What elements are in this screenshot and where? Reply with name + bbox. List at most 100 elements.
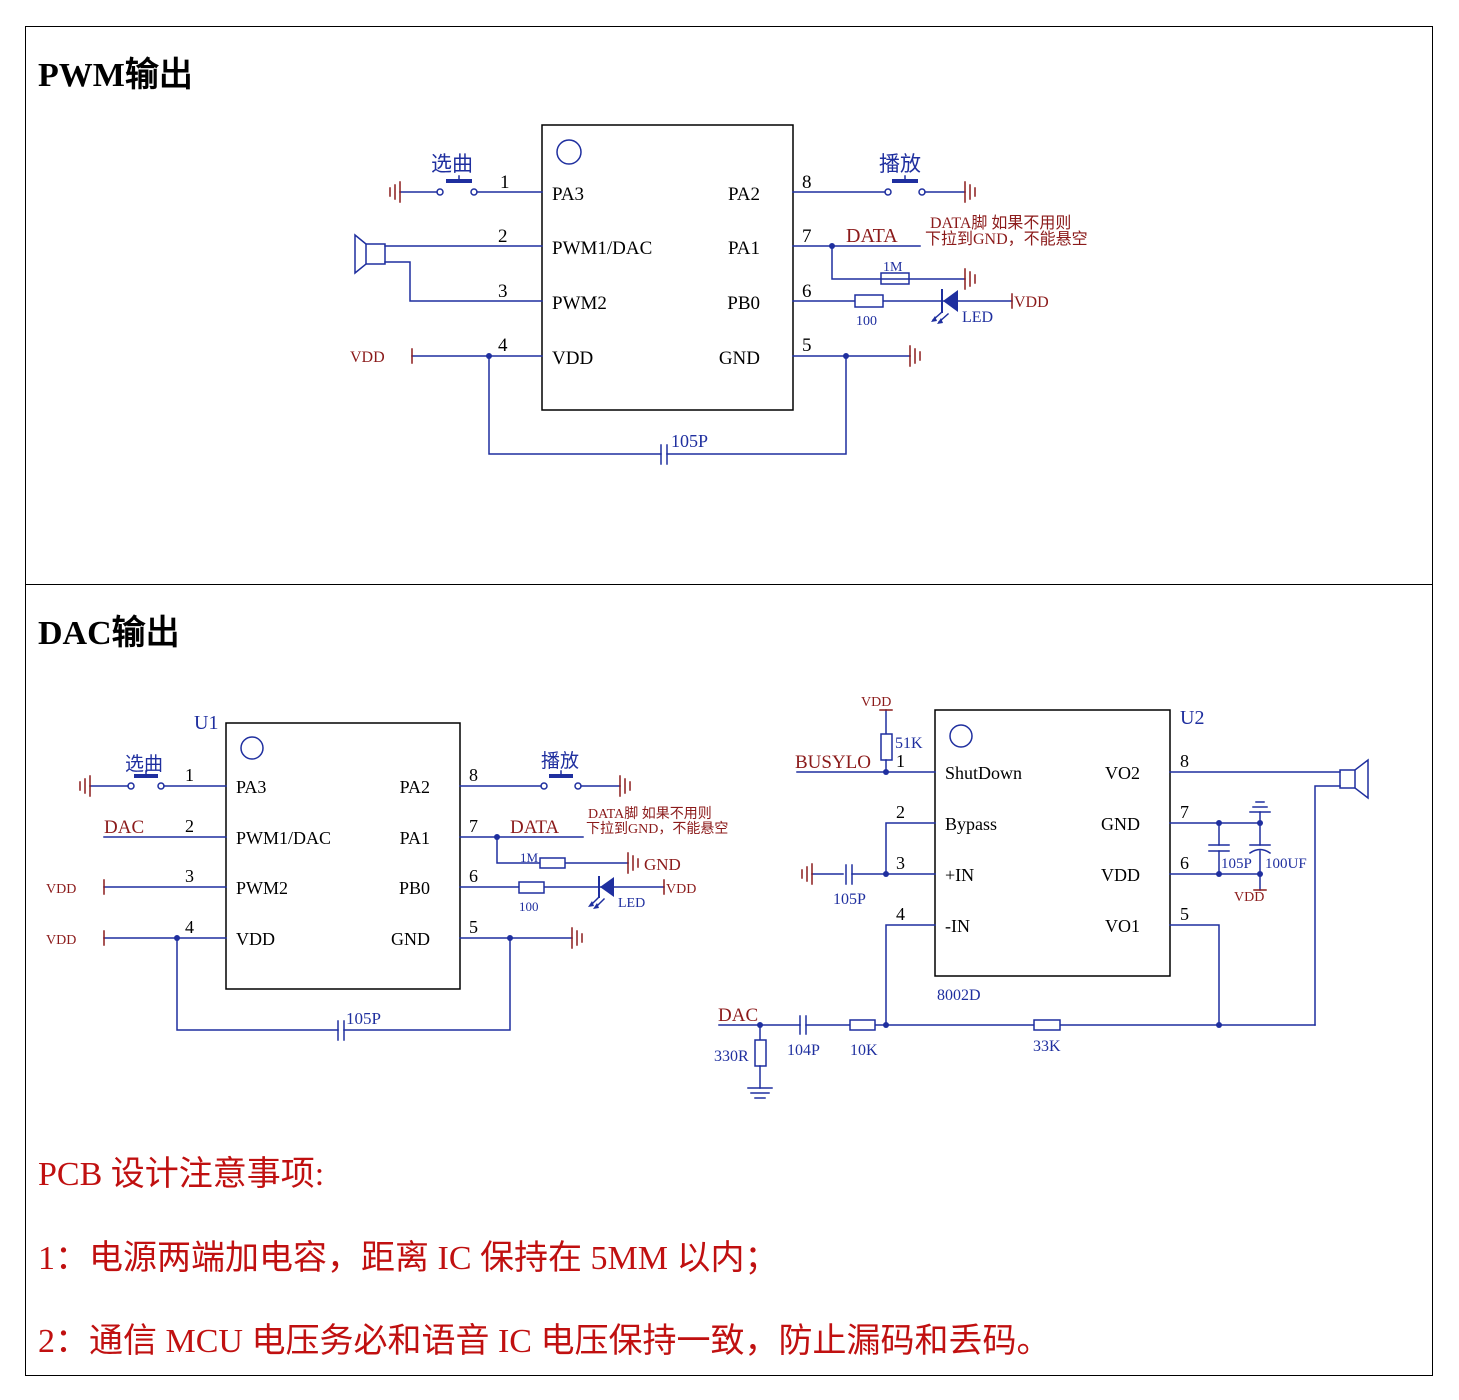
u2-chip-label-shutdown: ShutDown: [945, 763, 1022, 783]
pwm-play-button-label: 播放: [879, 152, 921, 176]
pwm-ground-icon-left: [389, 181, 401, 203]
u1-pin-7: 7: [469, 816, 478, 836]
u2-pin-7: 7: [1180, 802, 1189, 822]
notes-line-1: 1：电源两端加电容，距离 IC 保持在 5MM 以内；: [38, 1240, 779, 1277]
pwm-data-net-label: DATA: [846, 225, 898, 247]
u1-chip-body: [225, 722, 461, 990]
u2-busy-net-label: BUSYLO: [795, 752, 871, 773]
u2-r-ground-label: 330R: [714, 1048, 749, 1065]
u2-chip-label-vdd: VDD: [1101, 865, 1140, 885]
u2-chip-body: [934, 709, 1171, 977]
pwm-pin-8: 8: [802, 172, 812, 193]
pwm-pa2-wiring: [792, 175, 966, 196]
u1-pin-5: 5: [469, 917, 478, 937]
u2-chip-label-vo2: VO2: [1105, 763, 1140, 783]
u1-vdd-right-label: VDD: [666, 882, 696, 897]
pwm-pin-1: 1: [500, 172, 510, 193]
u2-cap-vdd1-label: 105P: [1221, 856, 1252, 872]
u2-part-label: 8002D: [937, 987, 981, 1004]
pwm-data-note-line2: 下拉到GND，不能悬空: [925, 230, 1088, 248]
pwm-pa3-wiring: [399, 175, 543, 196]
u1-pin-4: 4: [185, 917, 194, 937]
u1-select-button-label: 选曲: [125, 753, 163, 775]
pwm-pin-7: 7: [802, 226, 812, 247]
u1-pin-1: 1: [185, 765, 194, 785]
u1-pin1-marker: [240, 736, 264, 760]
pwm-vdd-wiring: [411, 348, 911, 465]
u1-ground-icon-left: [79, 775, 91, 797]
outer-frame: [25, 26, 1433, 1376]
pwm-chip-label-vdd: VDD: [552, 348, 593, 369]
u2-pin-1: 1: [896, 751, 905, 771]
notes-title: PCB 设计注意事项:: [38, 1156, 325, 1193]
u2-chip-label-bypass: Bypass: [945, 814, 997, 834]
u1-chip-label-gnd: GND: [391, 929, 430, 949]
pwm-chip-label-pa3: PA3: [552, 184, 584, 205]
u2-pin-5: 5: [1180, 904, 1189, 924]
u2-r-series-label: 10K: [850, 1042, 878, 1059]
u1-data-note-line1: DATA脚 如果不用则: [588, 806, 712, 822]
pwm-junction-gnd: [843, 353, 849, 359]
u1-cap-label: 105P: [346, 1009, 381, 1028]
u1-led-icon: [588, 876, 614, 909]
u2-pin1-marker: [949, 724, 973, 748]
pwm-ground-icon-pin7: [964, 268, 976, 290]
u2-junctions: [757, 769, 1263, 1028]
u1-junction-gnd: [507, 935, 513, 941]
u2-ref-label: U2: [1180, 707, 1204, 729]
pwm-chip-label-gnd: GND: [719, 348, 760, 369]
section-divider: [25, 584, 1433, 585]
u2-ground-icon-in: [801, 863, 813, 885]
u2-pin-4: 4: [896, 904, 905, 924]
pwm-pa1-wiring: [792, 245, 966, 285]
u2-chip-label-gnd: GND: [1101, 814, 1140, 834]
u1-ground-icon-pin7: [627, 852, 639, 874]
pwm-pin-6: 6: [802, 281, 812, 302]
u1-data-note-line2: 下拉到GND，不能悬空: [586, 821, 728, 837]
pwm-pulldown-resistor-label: 1M: [883, 260, 903, 275]
u2-chip-label-vo1: VO1: [1105, 916, 1140, 936]
u1-pulldown-resistor-label: 1M: [520, 850, 539, 865]
u1-pa1-wiring: [459, 836, 629, 869]
u1-pin-8: 8: [469, 765, 478, 785]
u2-pin-6: 6: [1180, 853, 1189, 873]
u1-chip-label-pwm2: PWM2: [236, 878, 288, 898]
u1-chip-label-pwm1: PWM1/DAC: [236, 828, 331, 848]
pwm-chip-label-pa1: PA1: [728, 238, 760, 259]
u2-chip-label-plus-in: +IN: [945, 865, 974, 885]
u1-ref-label: U1: [194, 712, 218, 734]
pwm-chip-label-pwm2: PWM2: [552, 293, 607, 314]
dac-section-title: DAC输出: [38, 615, 180, 652]
u2-cap-vdd2-label: 100UF: [1265, 856, 1307, 872]
pwm-ground-icon-pin5: [909, 345, 921, 367]
u2-r-top-label: 51K: [895, 735, 923, 752]
pwm-data-note-line1: DATA脚 如果不用则: [930, 214, 1071, 232]
pwm-pin-3: 3: [498, 281, 508, 302]
pwm-led-icon: [931, 289, 958, 324]
u1-pin-6: 6: [469, 866, 478, 886]
u1-ground-icon-pin5: [571, 927, 583, 949]
pwm-pin-4: 4: [498, 335, 508, 356]
u1-pa3-wiring: [89, 770, 227, 790]
pwm-pin-2: 2: [498, 226, 508, 247]
pwm-section-title: PWM输出: [38, 57, 193, 94]
u2-vdd-bottom-label: VDD: [1234, 890, 1264, 905]
u2-cap-in-label: 105P: [833, 891, 866, 908]
u2-pin-8: 8: [1180, 751, 1189, 771]
pwm-pin-5: 5: [802, 335, 812, 356]
u1-play-button-label: 播放: [541, 750, 579, 772]
u2-cap-series-label: 104P: [787, 1042, 820, 1059]
u1-chip-label-pb0: PB0: [399, 878, 430, 898]
notes-line-2: 2：通信 MCU 电压务必和语音 IC 电压保持一致，防止漏码和丢码。: [38, 1323, 1051, 1360]
u1-data-net-label: DATA: [510, 817, 559, 838]
u1-vdd-pin3-label: VDD: [46, 882, 76, 897]
pwm-chip-label-pb0: PB0: [727, 293, 760, 314]
u1-pin-2: 2: [185, 816, 194, 836]
u1-vdd-pin4-label: VDD: [46, 933, 76, 948]
u1-junction-vdd: [174, 935, 180, 941]
pwm-ground-icon-pin8: [964, 181, 976, 203]
pwm-chip-label-pa2: PA2: [728, 184, 760, 205]
pwm-junction-data: [829, 243, 835, 249]
dac-u2-circuit: [718, 709, 1369, 1099]
u1-chip-label-pa3: PA3: [236, 777, 266, 797]
